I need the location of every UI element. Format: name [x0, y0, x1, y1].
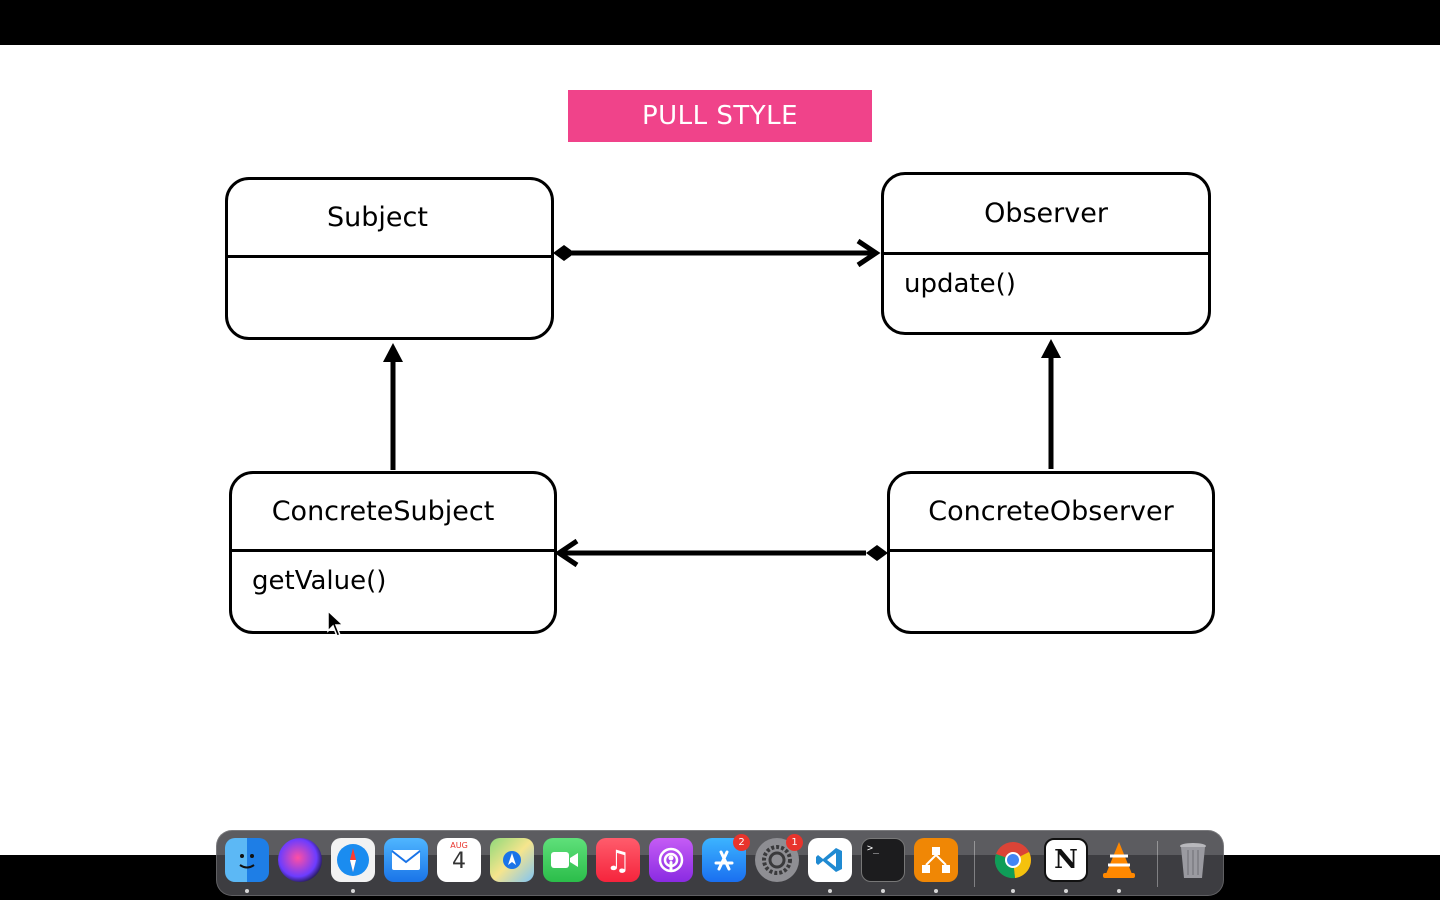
app-store-icon[interactable]: 2 [702, 834, 750, 882]
music-icon[interactable]: ♫ [596, 838, 640, 882]
dock: AUG 4 ♫ 2 1 >_ N [216, 830, 1224, 896]
drawio-running-dot [934, 889, 938, 893]
vlc-running-dot [1117, 889, 1121, 893]
terminal-running-dot [881, 889, 885, 893]
class-concrete-observer-members [890, 552, 1212, 631]
slide-canvas [0, 45, 1440, 855]
safari-running-dot [351, 889, 355, 893]
finder-running-dot [245, 889, 249, 893]
class-concrete-subject-name: ConcreteSubject [232, 474, 554, 552]
app-store-badge: 2 [733, 834, 750, 851]
class-subject-name: Subject [228, 180, 551, 258]
vscode-running-dot [828, 889, 832, 893]
title-banner: PULL STYLE [568, 90, 872, 142]
terminal-icon[interactable]: >_ [861, 838, 905, 882]
dock-separator-trash [1157, 841, 1158, 887]
calendar-month: AUG [450, 841, 468, 850]
class-subject-members [228, 258, 551, 337]
mail-icon[interactable] [384, 838, 428, 882]
class-concrete-subject[interactable]: ConcreteSubject getValue() [229, 471, 557, 634]
chrome-running-dot [1011, 889, 1015, 893]
facetime-icon[interactable] [543, 838, 587, 882]
calendar-day: 4 [452, 849, 466, 874]
chrome-icon[interactable] [991, 838, 1035, 882]
dock-separator [974, 841, 975, 887]
finder-icon[interactable] [225, 838, 269, 882]
class-concrete-observer[interactable]: ConcreteObserver [887, 471, 1215, 634]
drawio-icon[interactable] [914, 838, 958, 882]
safari-icon[interactable] [331, 838, 375, 882]
class-observer-members: update() [904, 269, 1016, 299]
class-subject[interactable]: Subject [225, 177, 554, 340]
system-settings-icon[interactable]: 1 [755, 834, 803, 882]
class-observer-name: Observer [884, 175, 1208, 255]
notion-running-dot [1064, 889, 1068, 893]
vlc-icon[interactable] [1097, 838, 1141, 882]
maps-icon[interactable] [490, 838, 534, 882]
vscode-icon[interactable] [808, 838, 852, 882]
mouse-cursor-icon [327, 610, 345, 637]
trash-icon[interactable] [1171, 838, 1215, 882]
calendar-icon[interactable]: AUG 4 [437, 838, 481, 882]
class-concrete-observer-name: ConcreteObserver [890, 474, 1212, 552]
class-observer[interactable]: Observer update() [881, 172, 1211, 335]
notion-icon[interactable]: N [1044, 838, 1088, 882]
system-settings-badge: 1 [786, 834, 803, 851]
class-concrete-subject-members: getValue() [252, 566, 387, 596]
podcasts-icon[interactable] [649, 838, 693, 882]
siri-icon[interactable] [278, 838, 322, 882]
top-letterbox [0, 0, 1440, 45]
